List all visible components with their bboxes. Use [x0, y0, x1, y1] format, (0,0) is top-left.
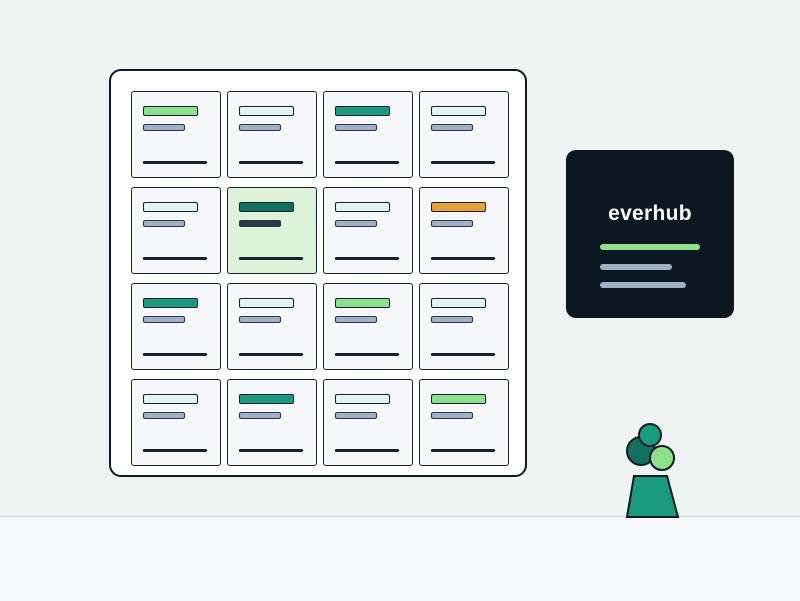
board-card[interactable] [323, 379, 413, 466]
card-tag-bar [143, 298, 198, 308]
card-footer-line [143, 449, 207, 452]
plant-pot [625, 475, 680, 518]
card-footer-line [431, 257, 495, 260]
card-tag-bar [431, 106, 486, 116]
card-tag-bar [431, 298, 486, 308]
panel-line-primary [600, 244, 700, 250]
card-tag-bar [335, 394, 390, 404]
card-subtitle-bar [431, 124, 473, 131]
board-card[interactable] [323, 187, 413, 274]
card-tag-bar [239, 202, 294, 212]
floor [0, 516, 800, 601]
card-subtitle-bar [431, 220, 473, 227]
card-subtitle-bar [239, 124, 281, 131]
board-card[interactable] [227, 187, 317, 274]
card-tag-bar [431, 394, 486, 404]
card-footer-line [239, 257, 303, 260]
panel-line-secondary [600, 264, 672, 270]
card-subtitle-bar [239, 316, 281, 323]
board-card[interactable] [227, 91, 317, 178]
card-tag-bar [431, 202, 486, 212]
card-footer-line [431, 161, 495, 164]
card-subtitle-bar [431, 316, 473, 323]
brand-panel: everhub [566, 150, 734, 318]
board-card[interactable] [131, 91, 221, 178]
brand-name: everhub [608, 202, 692, 225]
board-card[interactable] [419, 379, 509, 466]
board-card[interactable] [131, 187, 221, 274]
card-subtitle-bar [239, 412, 281, 419]
card-subtitle-bar [335, 124, 377, 131]
card-subtitle-bar [335, 412, 377, 419]
board-card[interactable] [419, 283, 509, 370]
card-footer-line [239, 449, 303, 452]
panel-line-tertiary [600, 282, 686, 288]
card-tag-bar [335, 298, 390, 308]
card-tag-bar [143, 106, 198, 116]
board-card[interactable] [227, 379, 317, 466]
card-subtitle-bar [335, 316, 377, 323]
board-card[interactable] [227, 283, 317, 370]
card-footer-line [335, 161, 399, 164]
card-footer-line [431, 353, 495, 356]
board-card[interactable] [323, 91, 413, 178]
card-footer-line [335, 257, 399, 260]
card-tag-bar [239, 298, 294, 308]
card-footer-line [335, 449, 399, 452]
card-subtitle-bar [431, 412, 473, 419]
card-footer-line [143, 257, 207, 260]
card-subtitle-bar [143, 124, 185, 131]
card-subtitle-bar [239, 220, 281, 227]
card-tag-bar [239, 394, 294, 404]
card-tag-bar [143, 202, 198, 212]
board-card[interactable] [419, 91, 509, 178]
card-footer-line [239, 161, 303, 164]
board-card[interactable] [131, 283, 221, 370]
card-subtitle-bar [143, 220, 185, 227]
card-tag-bar [335, 106, 390, 116]
card-tag-bar [335, 202, 390, 212]
card-footer-line [239, 353, 303, 356]
card-tag-bar [143, 394, 198, 404]
card-subtitle-bar [143, 412, 185, 419]
board-card[interactable] [131, 379, 221, 466]
card-tag-bar [239, 106, 294, 116]
card-footer-line [335, 353, 399, 356]
plant-leaf-top [638, 423, 662, 447]
plant-leaf-front [649, 445, 675, 471]
board-card[interactable] [419, 187, 509, 274]
card-subtitle-bar [143, 316, 185, 323]
card-subtitle-bar [335, 220, 377, 227]
card-board [109, 69, 527, 477]
board-card[interactable] [323, 283, 413, 370]
card-footer-line [431, 449, 495, 452]
potted-plant-icon [625, 423, 680, 518]
card-footer-line [143, 161, 207, 164]
card-footer-line [143, 353, 207, 356]
